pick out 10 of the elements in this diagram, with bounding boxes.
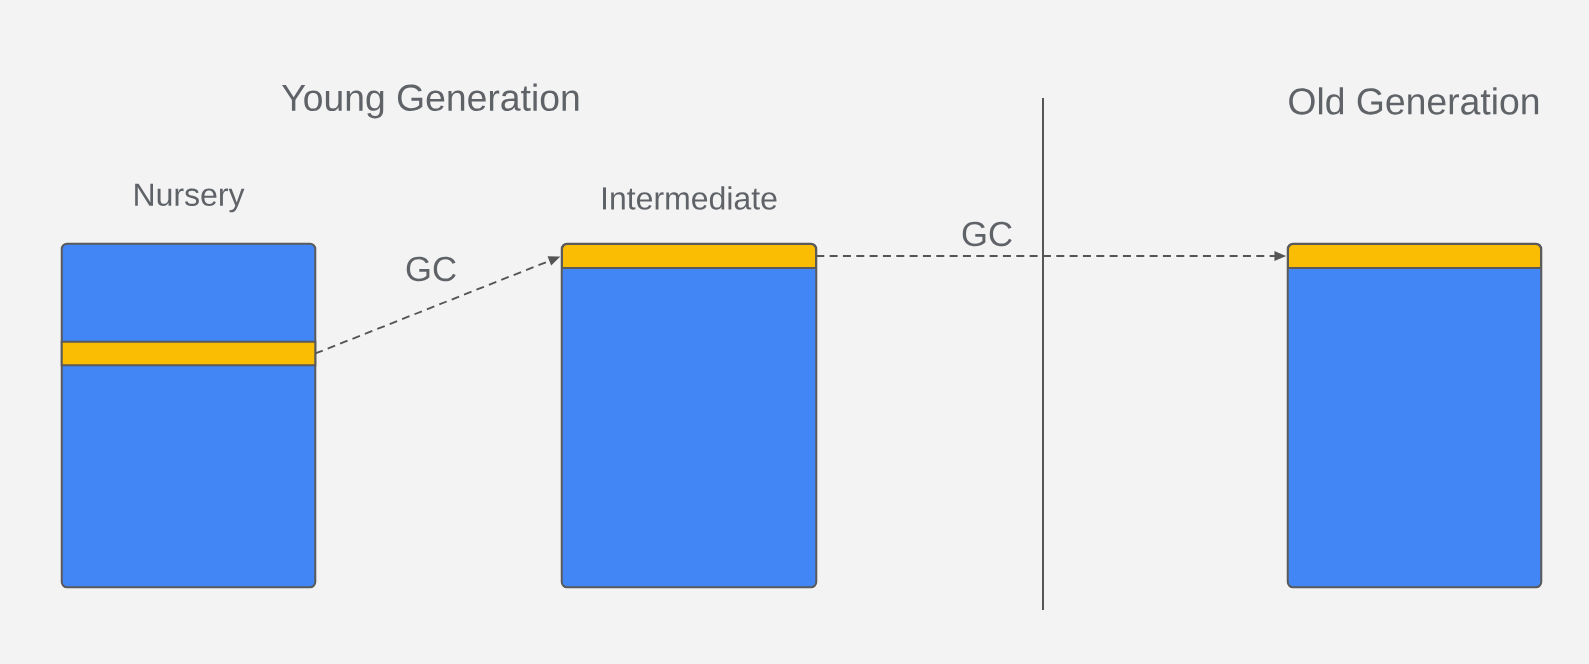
block-heading: Nursery: [135, 183, 245, 213]
band: [1287, 243, 1542, 269]
block: [1286, 242, 1543, 589]
band: [561, 243, 817, 269]
band: [60, 340, 317, 367]
section-title: Old Generation: [1289, 87, 1539, 115]
edge-label: GC: [959, 220, 1015, 248]
edge-label: GC: [403, 255, 459, 283]
section-title: Young Generation: [282, 83, 579, 119]
block-heading: Intermediate: [603, 186, 777, 210]
